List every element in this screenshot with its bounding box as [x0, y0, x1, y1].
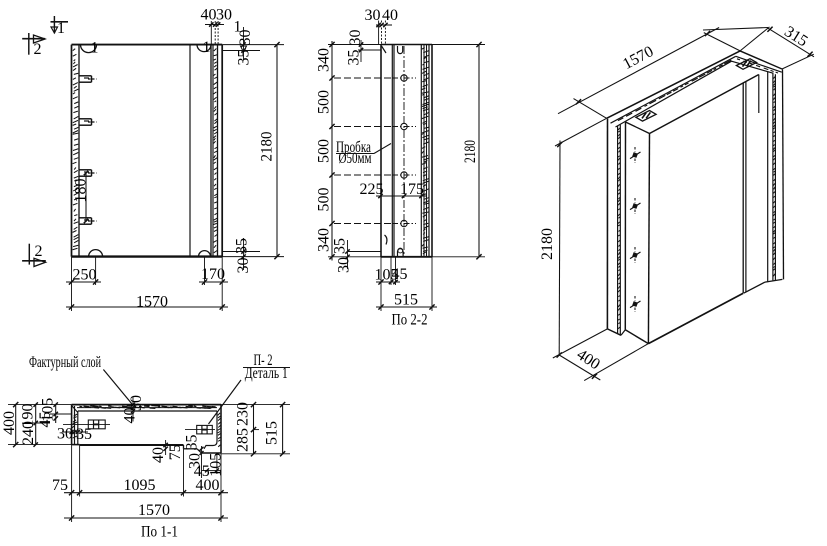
svg-text:2180: 2180	[539, 228, 556, 260]
svg-text:75: 75	[167, 444, 184, 460]
svg-text:75: 75	[52, 477, 68, 494]
svg-text:340: 340	[316, 228, 333, 252]
svg-text:П- 2: П- 2	[253, 352, 272, 369]
svg-text:515: 515	[394, 291, 418, 308]
svg-text:40: 40	[201, 6, 217, 23]
svg-text:По 2-2: По 2-2	[391, 311, 427, 328]
svg-text:1: 1	[234, 18, 242, 35]
svg-text:250: 250	[72, 266, 96, 283]
svg-text:30: 30	[216, 6, 232, 23]
svg-text:Деталь 1: Деталь 1	[245, 365, 288, 382]
svg-text:170: 170	[201, 266, 225, 283]
svg-text:35: 35	[236, 49, 253, 65]
svg-text:40: 40	[382, 7, 398, 24]
svg-text:105: 105	[39, 398, 56, 422]
svg-text:500: 500	[316, 90, 333, 114]
svg-text:2: 2	[35, 243, 43, 260]
svg-text:35: 35	[234, 238, 251, 254]
svg-text:105: 105	[207, 453, 224, 477]
svg-text:175: 175	[400, 181, 424, 198]
svg-text:230: 230	[234, 402, 251, 426]
svg-text:45: 45	[37, 411, 54, 427]
svg-text:1095: 1095	[123, 477, 155, 494]
svg-text:30: 30	[347, 29, 364, 45]
svg-text:225: 225	[360, 181, 384, 198]
svg-text:35: 35	[76, 426, 92, 443]
svg-text:2180: 2180	[259, 131, 276, 161]
svg-text:30: 30	[365, 7, 381, 24]
svg-text:105: 105	[374, 266, 398, 283]
svg-text:400: 400	[1, 411, 18, 435]
svg-text:40: 40	[150, 447, 167, 463]
svg-text:400: 400	[195, 477, 219, 494]
svg-text:35: 35	[183, 434, 200, 450]
svg-text:Фактурный слой: Фактурный слой	[29, 354, 101, 371]
svg-text:500: 500	[316, 139, 333, 163]
svg-text:40: 40	[121, 407, 138, 423]
svg-text:1570: 1570	[136, 293, 168, 310]
svg-text:30: 30	[336, 257, 353, 273]
svg-text:30: 30	[186, 453, 203, 469]
svg-text:Пробка: Пробка	[336, 139, 371, 156]
svg-text:30: 30	[235, 257, 252, 273]
svg-text:30: 30	[237, 29, 254, 45]
svg-text:45: 45	[391, 266, 407, 283]
svg-text:1: 1	[91, 39, 99, 56]
svg-text:45: 45	[194, 463, 210, 480]
svg-text:190: 190	[19, 403, 36, 427]
svg-text:30: 30	[57, 425, 73, 442]
svg-text:180: 180	[73, 178, 90, 202]
svg-text:2: 2	[34, 41, 42, 58]
svg-text:1570: 1570	[138, 502, 170, 519]
svg-text:1: 1	[203, 39, 211, 56]
svg-text:По 1-1: По 1-1	[141, 523, 178, 540]
svg-text:2180: 2180	[462, 140, 479, 163]
svg-text:515: 515	[263, 421, 280, 445]
svg-text:1: 1	[57, 20, 65, 37]
svg-text:Ø50мм: Ø50мм	[339, 150, 372, 167]
svg-text:500: 500	[316, 187, 333, 211]
svg-text:35: 35	[346, 49, 363, 65]
svg-text:340: 340	[316, 48, 333, 72]
svg-text:285: 285	[234, 428, 251, 452]
svg-text:35: 35	[332, 238, 349, 254]
svg-text:240: 240	[20, 421, 37, 445]
svg-text:30: 30	[128, 395, 145, 411]
